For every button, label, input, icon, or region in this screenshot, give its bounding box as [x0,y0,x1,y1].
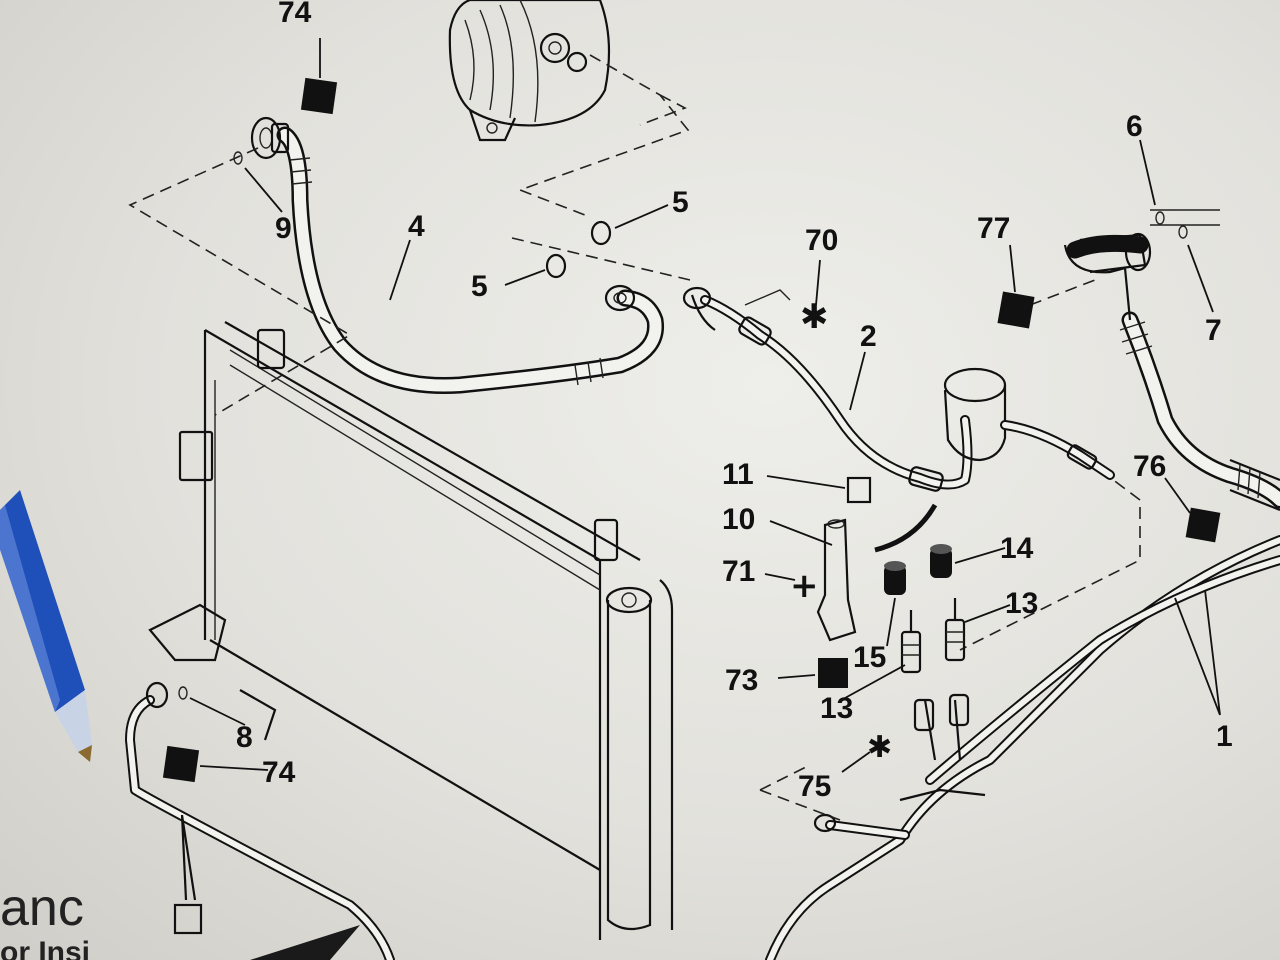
pressure-hose-right [1063,209,1280,512]
callout-77: 77 [977,212,1010,245]
callout-13-bottom: 13 [820,692,853,725]
callout-8: 8 [236,721,253,754]
star-marker-75: ✱ [867,730,892,765]
valve-cap-14 [930,544,952,578]
suction-hose-4 [250,116,665,394]
callout-75: 75 [798,770,831,803]
callout-14: 14 [1000,532,1034,565]
leader-lines [189,38,1221,773]
condenser [148,321,674,940]
callout-10: 10 [722,503,755,536]
callout-4: 4 [408,210,425,243]
receiver-drier [943,367,1115,480]
brand-subtext: or Insi [0,936,90,960]
valve-core-13-right [944,598,966,662]
star-marker-70: ✱ [800,297,829,337]
black-square-74-top [300,77,338,115]
black-square-77 [997,291,1035,329]
clip-arc [874,503,938,553]
o-ring-7 [1178,225,1188,239]
black-square-76 [1185,507,1221,543]
liquid-line-1 [765,535,1280,960]
black-square-74-bottom [162,745,200,783]
part-11-square [846,476,872,504]
callout-73: 73 [725,664,758,697]
part-marker-small [173,903,203,935]
o-ring-8 [178,686,188,700]
callout-5-upper: 5 [672,186,689,219]
valve-core-13-left [900,610,922,674]
plus-marker-71: + [790,566,819,606]
callout-74-bottom: 74 [262,756,296,789]
callout-9: 9 [275,212,292,245]
callout-76: 76 [1133,450,1166,483]
callout-6: 6 [1126,110,1143,143]
bracket-10 [816,518,857,642]
o-ring-6 [1155,211,1165,225]
pen-icon [0,490,92,762]
callout-5-lower: 5 [471,270,488,303]
callout-70: 70 [805,224,838,257]
callout-71: 71 [722,555,755,588]
callout-11: 11 [722,458,754,491]
callout-74-top: 74 [278,0,312,29]
brand-triangle [250,925,360,960]
callout-15: 15 [853,641,886,674]
brand-text: anc [0,879,84,937]
black-square-73 [818,658,848,688]
hose-2 [682,286,973,492]
compressor [448,0,611,142]
valve-cap-15 [884,561,906,595]
callout-2: 2 [860,320,877,353]
compressor-leader [517,54,690,216]
liquid-pipe-left [125,681,395,960]
callout-13-right: 13 [1005,587,1038,620]
condenser-receiver-tube [605,586,653,931]
callout-7: 7 [1205,314,1222,347]
callout-1: 1 [1216,720,1233,753]
o-ring-5-upper [590,220,612,246]
o-ring-5-lower [545,253,567,279]
